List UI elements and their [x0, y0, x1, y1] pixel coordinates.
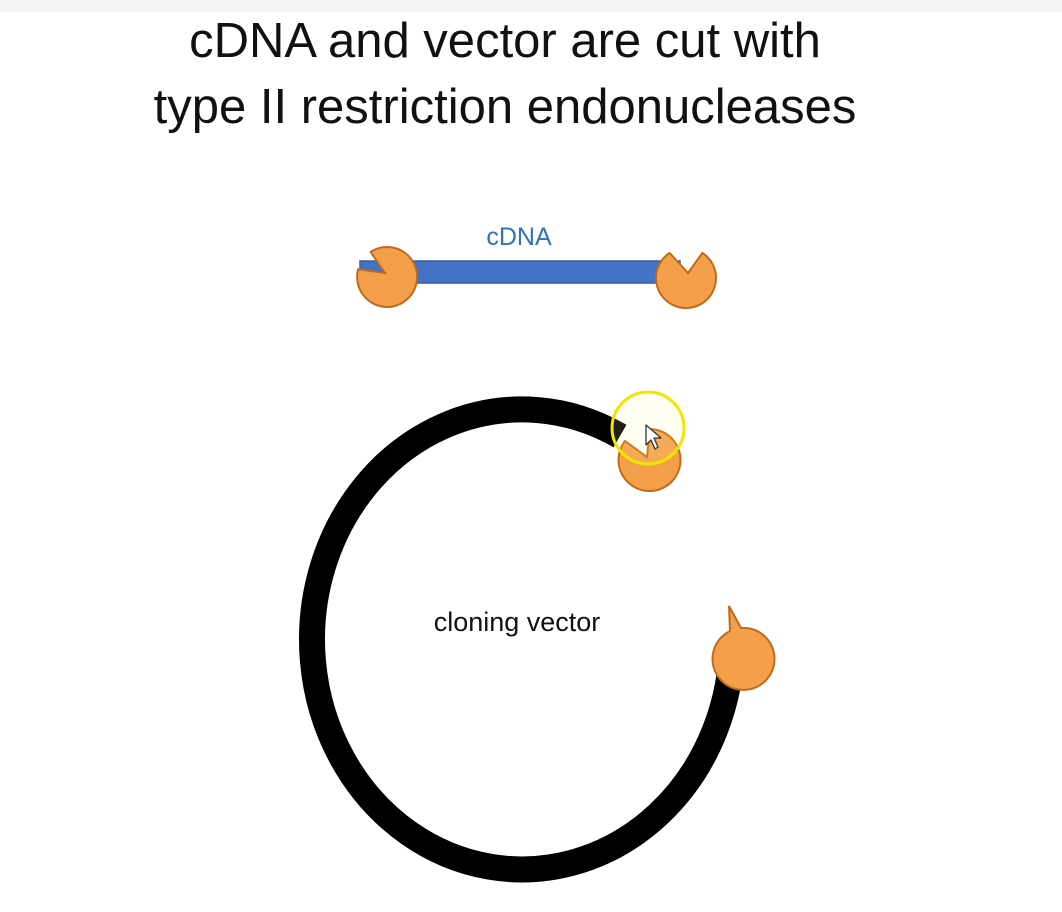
cdna-fragment: cDNA — [356, 223, 717, 310]
vector-label: cloning vector — [434, 607, 601, 637]
slide-title-line-2: type II restriction endonucleases — [153, 80, 857, 134]
restriction-enzyme-icon — [711, 605, 776, 691]
restriction-enzyme-icon — [617, 427, 682, 492]
cursor-highlight — [610, 390, 686, 466]
slide-top-strip — [0, 0, 1062, 12]
mouse-cursor-icon — [645, 424, 662, 450]
restriction-enzyme-icon — [655, 251, 717, 310]
cdna-label: cDNA — [486, 223, 552, 251]
slide-title: cDNA and vector are cut with type II res… — [0, 8, 1010, 140]
restriction-enzyme-icon — [356, 245, 419, 308]
slide-title-line-1: cDNA and vector are cut with — [189, 14, 821, 68]
cloning-vector: cloning vector — [299, 396, 776, 883]
vector-ring — [299, 396, 746, 883]
